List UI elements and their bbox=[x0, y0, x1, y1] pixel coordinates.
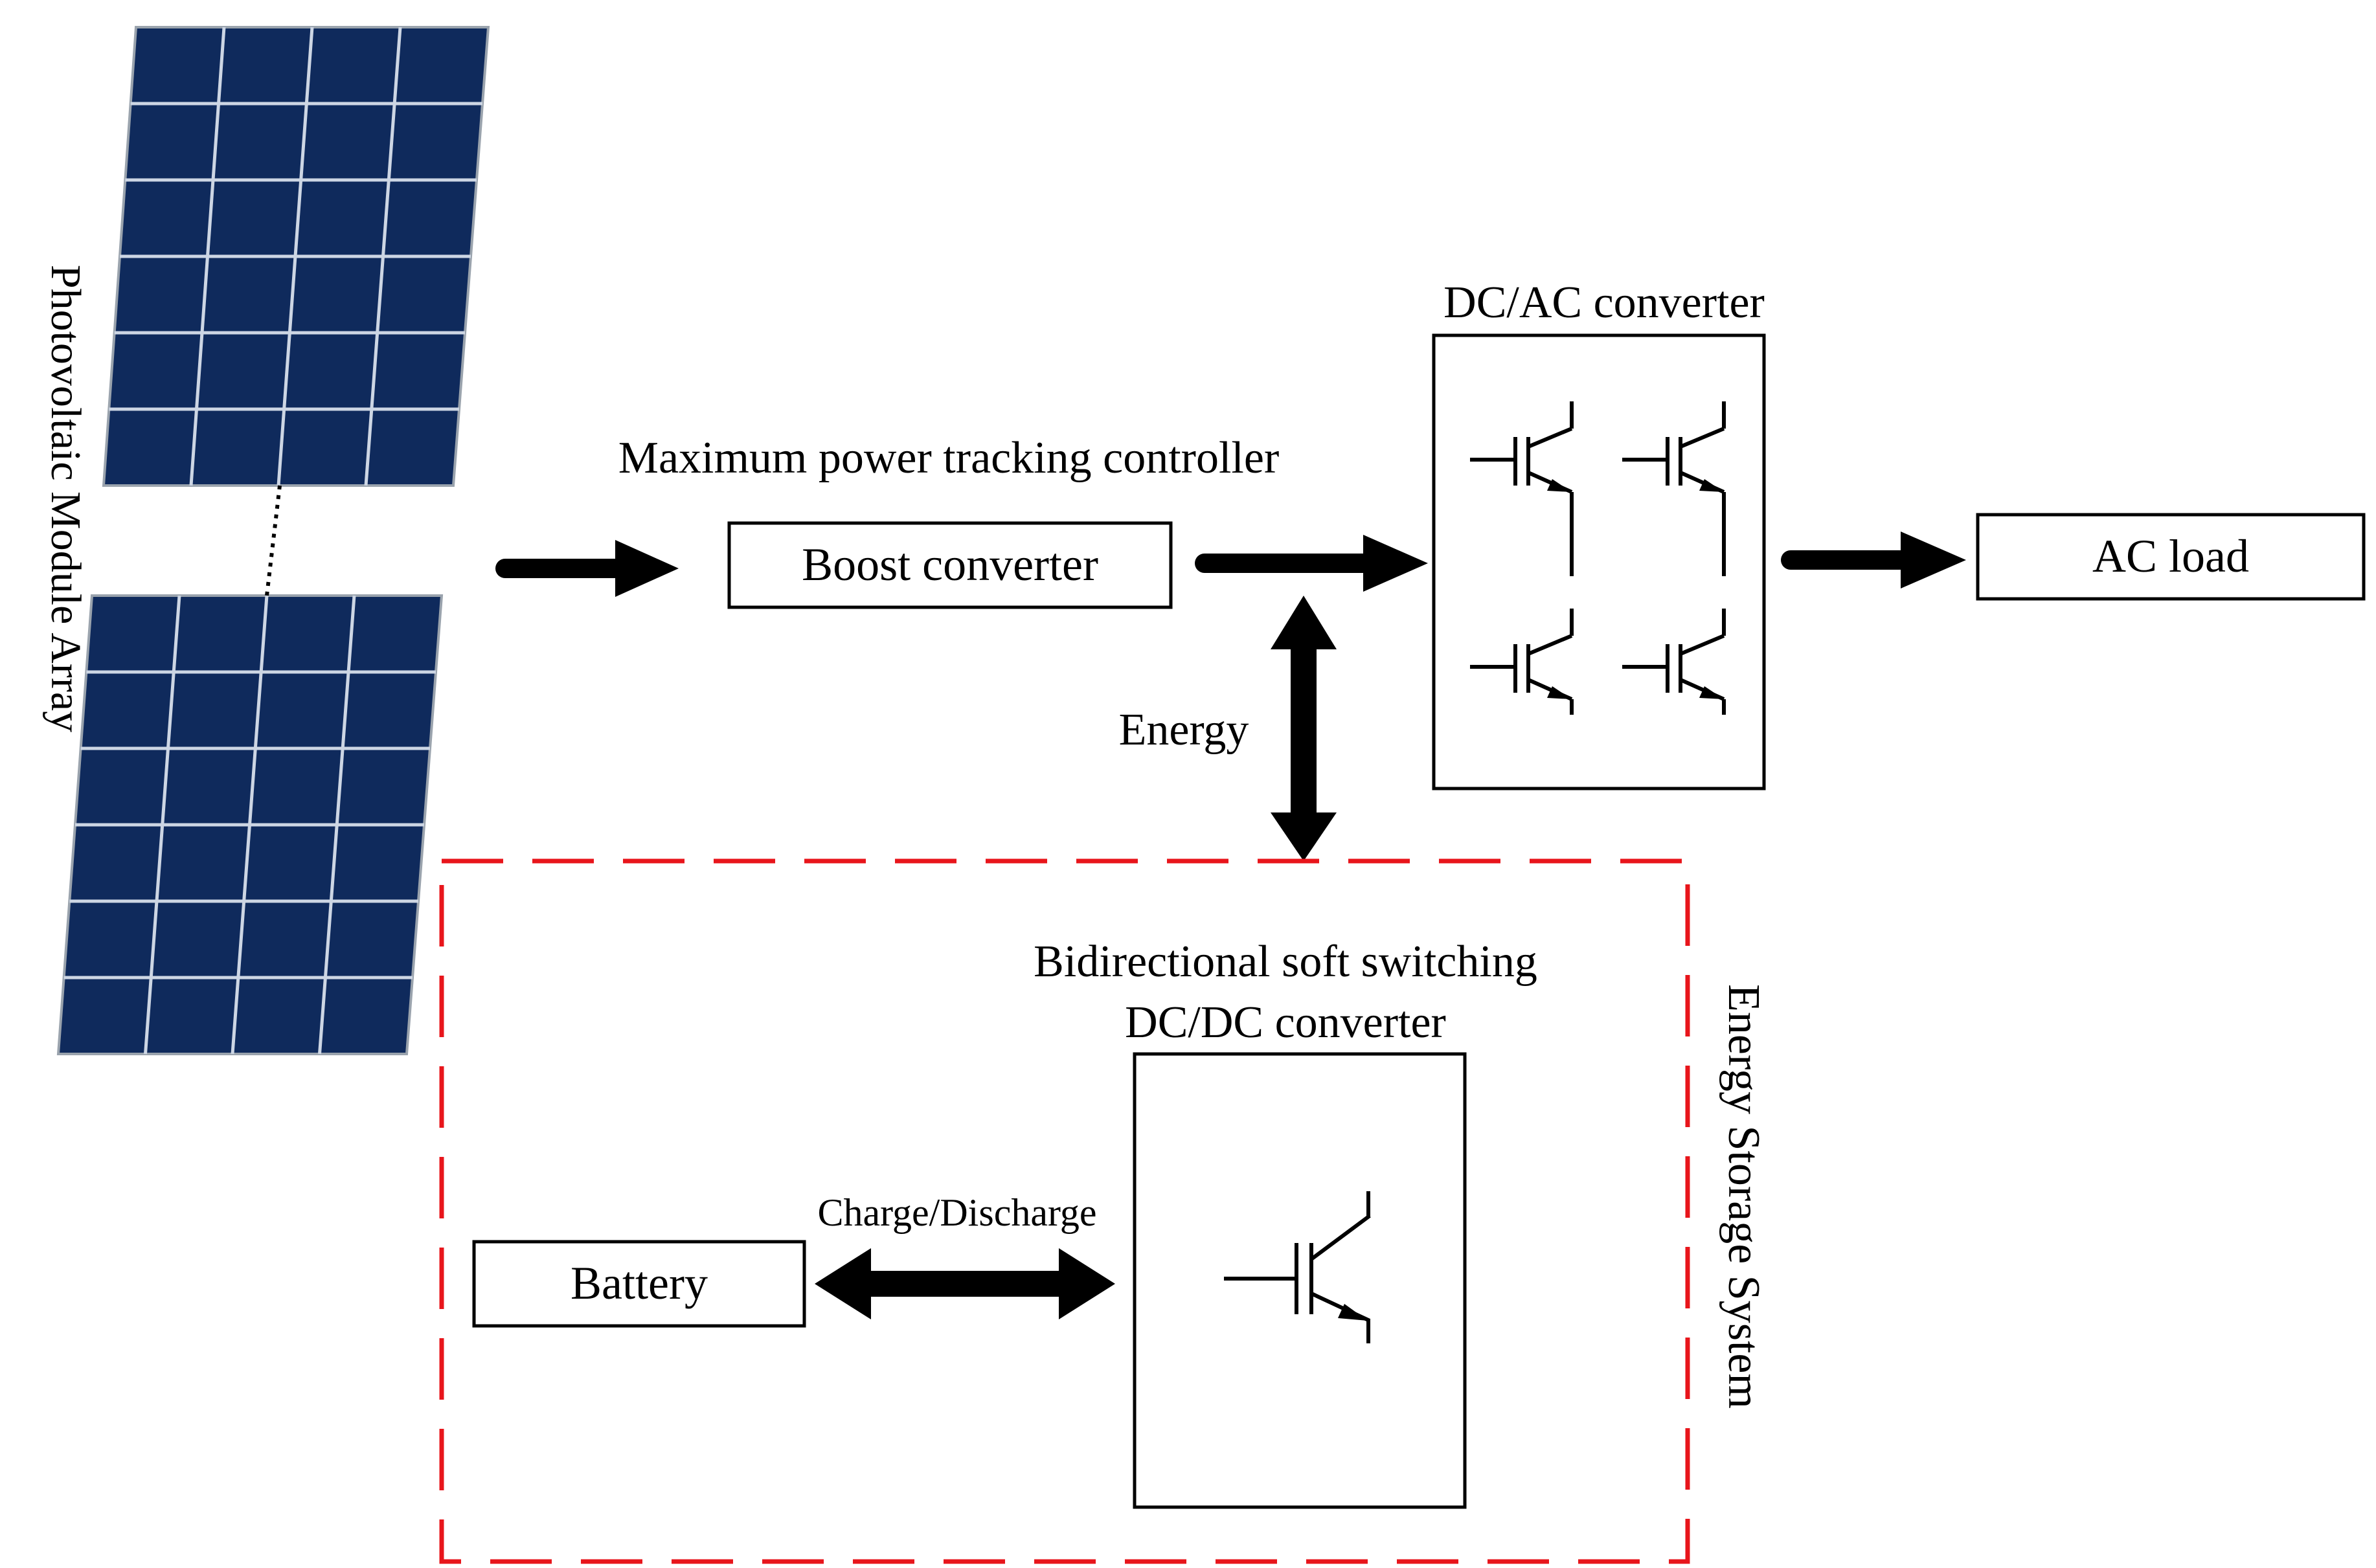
dcdc-converter-label-line2: DC/DC converter bbox=[1125, 998, 1446, 1047]
dcdc-converter-label-line1: Bidirectional soft switching bbox=[1034, 937, 1537, 987]
energy-storage-label: Energy Storage System bbox=[1719, 984, 1769, 1409]
boost-converter-box bbox=[727, 521, 1173, 609]
panel-link-dotted-line bbox=[265, 485, 282, 596]
ac-load-box bbox=[1976, 513, 2366, 601]
energy-storage-border bbox=[439, 858, 1690, 1564]
arrow-boost-to-inverter bbox=[1195, 535, 1428, 592]
inverter-box bbox=[1432, 333, 1766, 790]
arrow-inverter-to-load bbox=[1781, 532, 1966, 588]
pv-panel-top bbox=[102, 26, 490, 487]
charge-discharge-arrow bbox=[815, 1248, 1115, 1319]
panel-cell-divider bbox=[189, 27, 226, 486]
pv-panel-bottom bbox=[56, 594, 444, 1055]
inverter-label: DC/AC converter bbox=[1443, 278, 1765, 328]
mppt-label: Maximum power tracking controller bbox=[618, 433, 1280, 483]
charge-discharge-label: Charge/Discharge bbox=[818, 1191, 1097, 1234]
energy-label: Energy bbox=[1119, 705, 1249, 755]
panel-cell-divider bbox=[364, 27, 402, 486]
battery-box bbox=[472, 1240, 806, 1328]
dcdc-converter-box bbox=[1133, 1052, 1467, 1509]
panel-cell-divider bbox=[144, 595, 181, 1055]
battery-label: Battery bbox=[571, 1257, 708, 1309]
energy-bidirectional-arrow bbox=[1271, 596, 1337, 861]
boost-converter-label: Boost converter bbox=[802, 539, 1098, 590]
ac-load-label: AC load bbox=[2092, 530, 2249, 582]
panel-cell-divider bbox=[231, 595, 269, 1055]
arrow-pv-to-boost bbox=[495, 540, 679, 597]
panel-cell-divider bbox=[277, 27, 314, 486]
pv-array-label: Photovoltaic Module Array bbox=[42, 265, 89, 732]
panel-cell-divider bbox=[318, 595, 356, 1055]
